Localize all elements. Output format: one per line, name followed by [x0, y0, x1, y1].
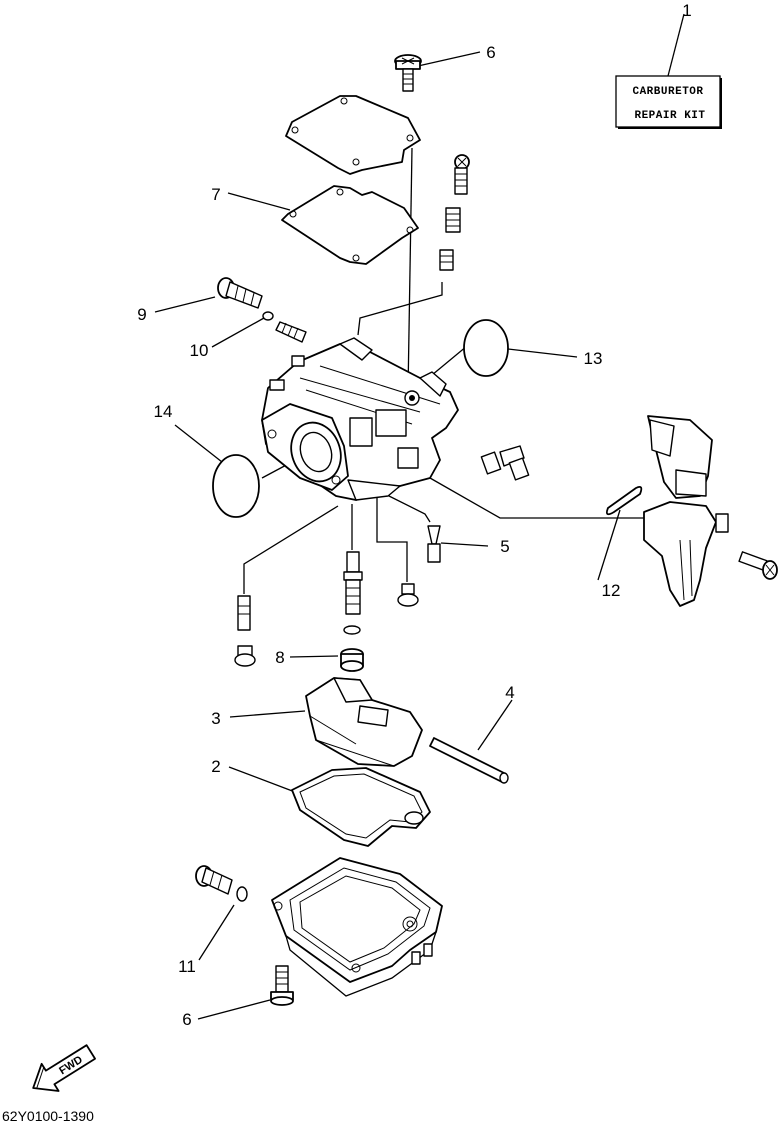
o-ring-part-12 [605, 485, 643, 516]
callout-13: 13 [584, 349, 603, 368]
callout-6-top: 6 [486, 43, 495, 62]
callout-9: 9 [137, 305, 146, 324]
gasket-part-7 [281, 185, 419, 265]
callout-2: 2 [211, 757, 220, 776]
parts [195, 54, 778, 1006]
needle-valve-part-5 [427, 525, 441, 563]
callout-14: 14 [154, 402, 173, 421]
pilot-screw-part [439, 154, 470, 271]
carburetor-body-part [261, 337, 459, 501]
repair-kit-line2: REPAIR KIT [634, 110, 705, 122]
bottom-screw-part [270, 965, 294, 1006]
callout-numbers: 1 6 7 9 10 13 14 5 12 8 4 3 2 11 6 [137, 1, 691, 1029]
repair-kit-box: CARBURETOR REPAIR KIT [615, 75, 722, 129]
callout-6-bottom: 6 [182, 1010, 191, 1029]
repair-kit-line1: CARBURETOR [632, 86, 703, 98]
callout-12: 12 [602, 581, 621, 600]
callout-5: 5 [500, 537, 509, 556]
main-nozzle-part [343, 551, 363, 635]
callout-7: 7 [211, 185, 220, 204]
float-pin-part-4 [429, 737, 509, 784]
float-part-3 [305, 677, 423, 767]
callout-4: 4 [505, 683, 514, 702]
gasket-part-2 [291, 767, 431, 847]
drain-screw-part [234, 595, 256, 667]
screw-part-9 [217, 277, 263, 309]
cover-plate-part [285, 95, 421, 175]
callout-10: 10 [190, 341, 209, 360]
plug-part-8 [340, 648, 364, 672]
leader-lines [154, 13, 685, 1020]
pilot-jet-part [397, 583, 419, 607]
o-ring-part-14 [212, 454, 260, 518]
callout-3: 3 [211, 709, 220, 728]
spring-part [275, 321, 307, 343]
o-ring-part-10 [262, 311, 274, 321]
drain-screw-part-11 [195, 865, 248, 902]
callout-1: 1 [682, 1, 691, 20]
fwd-arrow: FWD [32, 1044, 96, 1092]
float-bowl-part [271, 857, 443, 997]
electrothermal-valve-part [480, 395, 778, 607]
top-screw-part [394, 54, 422, 92]
callout-8: 8 [275, 648, 284, 667]
o-ring-part-13 [463, 319, 509, 377]
diagram-number: 62Y0100-1390 [2, 1108, 94, 1123]
callout-11: 11 [178, 957, 196, 976]
